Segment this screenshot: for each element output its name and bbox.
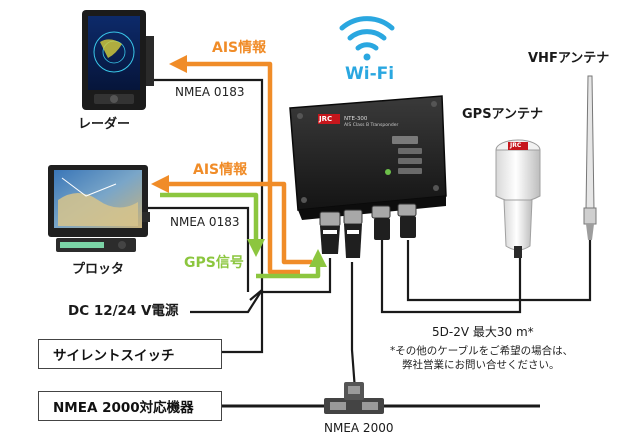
- nmea2000-device-label: NMEA 2000対応機器: [53, 400, 194, 416]
- cable-spec-label: 5D-2V 最大30 m*: [432, 325, 534, 339]
- nmea2000-drop-cable: [350, 262, 357, 391]
- power-connector-cable: [262, 258, 332, 294]
- gps-arrow-down: [160, 192, 265, 257]
- ais-arrow-to-radar: [169, 55, 300, 275]
- ais-arrow-to-plotter: [151, 175, 312, 265]
- transponder-model: NTE-300: [344, 116, 368, 122]
- transponder-brand: JRC: [319, 115, 333, 123]
- wifi-label: Wi-Fi: [345, 64, 395, 84]
- silent-switch-label: サイレントスイッチ: [53, 348, 175, 364]
- transponder-connectors: [319, 203, 417, 227]
- vhf-antenna-label: VHFアンテナ: [528, 51, 610, 66]
- silent-switch-cable: [222, 290, 264, 354]
- gps-coax-cable: [380, 240, 522, 314]
- ais-info-label-2: AIS情報: [193, 162, 248, 178]
- gps-antenna-device: [495, 139, 541, 258]
- transponder-desc: AIS Class B Transponder: [344, 123, 399, 128]
- vhf-antenna-device: [583, 75, 597, 240]
- gps-antenna-label: GPSアンテナ: [462, 107, 544, 122]
- nmea0183-label-1: NMEA 0183: [175, 85, 245, 99]
- nmea0183-label-2: NMEA 0183: [170, 215, 240, 229]
- wifi-icon: [339, 16, 395, 61]
- ais-arrows: [151, 55, 312, 275]
- nmea2000-t-connector: [324, 382, 384, 414]
- plotter-nmea-cable: [148, 206, 250, 292]
- nmea2000-device-box: NMEA 2000対応機器: [38, 391, 222, 421]
- nmea2000-label: NMEA 2000: [324, 421, 394, 435]
- cable-note-line1: *その他のケーブルをご希望の場合は、: [390, 345, 574, 357]
- gps-signal-label: GPS信号: [184, 255, 244, 271]
- silent-switch-box: サイレントスイッチ: [38, 339, 222, 369]
- gps-arrows: [160, 192, 327, 279]
- dc-power-cable: [190, 289, 263, 314]
- gps-dome-brand: JRC: [510, 142, 522, 149]
- cable-note-line2: 弊社営業にお問い合せください。: [402, 359, 560, 371]
- ais-info-label-1: AIS情報: [212, 40, 267, 56]
- gps-arrow-to-transponder: [256, 249, 327, 279]
- vhf-coax-cable: [406, 235, 592, 302]
- radar-label: レーダー: [78, 117, 131, 132]
- transponder-device: [289, 95, 447, 258]
- dc-power-label: DC 12/24 V電源: [68, 303, 179, 319]
- radar-device: [82, 10, 154, 110]
- plotter-label: プロッタ: [72, 262, 125, 277]
- plotter-device: [48, 165, 150, 252]
